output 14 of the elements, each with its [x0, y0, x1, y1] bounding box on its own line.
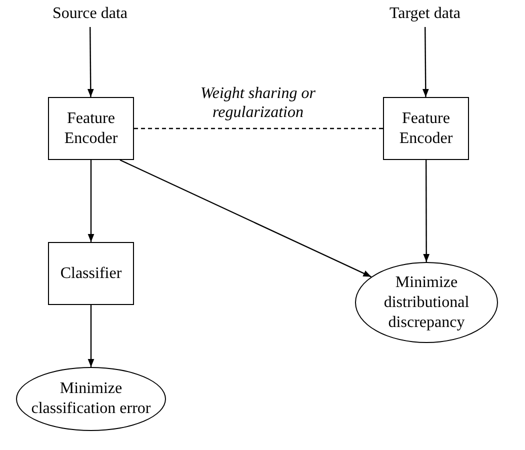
- arrow: [423, 160, 430, 262]
- dashed-connector: [134, 128, 383, 130]
- input-label: Target data: [375, 4, 475, 24]
- input-label: Source data: [40, 4, 140, 24]
- process-box: Classifier: [48, 242, 134, 305]
- goal-ellipse: Minimize distributional discrepancy: [355, 262, 498, 343]
- arrow: [87, 27, 94, 97]
- arrow: [88, 160, 94, 242]
- goal-ellipse: Minimize classification error: [16, 367, 166, 431]
- arrow: [88, 305, 94, 367]
- process-box: Feature Encoder: [48, 97, 134, 160]
- arrow: [422, 27, 429, 97]
- process-box: Feature Encoder: [383, 97, 469, 160]
- arrow: [120, 159, 372, 278]
